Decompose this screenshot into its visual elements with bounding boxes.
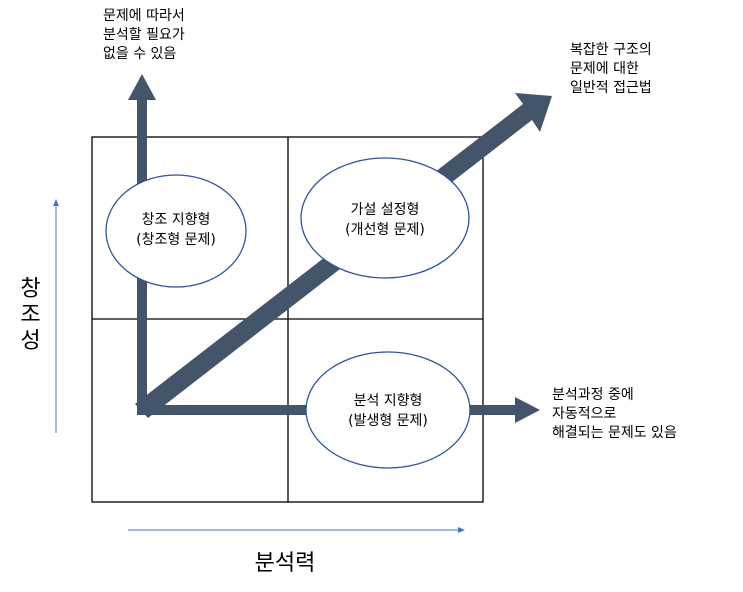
note-line: 일반적 접근법	[570, 80, 652, 96]
note-line: 없을 수 있음	[103, 46, 176, 62]
note-line: 복잡한 구조의	[570, 42, 652, 58]
note-diagonal: 복잡한 구조의 문제에 대한 일반적 접근법	[570, 42, 652, 96]
quadrant-grid	[91, 136, 484, 503]
ellipse-analysis: 분석 지향형 (발생형 문제)	[305, 351, 471, 469]
ellipse-hypothesis: 가설 설정형 (개선형 문제)	[300, 157, 470, 279]
note-top: 문제에 따라서 분석할 필요가 없을 수 있음	[103, 8, 185, 62]
quadrant-sublabel: (개선형 문제)	[345, 222, 425, 238]
y-axis-label: 창조성	[16, 276, 41, 354]
quadrant-label: 분석 지향형	[354, 393, 423, 409]
quadrant-label: 가설 설정형	[351, 202, 420, 218]
note-right: 분석과정 중에 자동적으로 해결되는 문제도 있음	[552, 387, 677, 441]
quadrant-sublabel: (창조형 문제)	[136, 232, 216, 248]
ellipse-creative: 창조 지향형 (창조형 문제)	[105, 174, 247, 288]
note-line: 분석과정 중에	[552, 387, 634, 403]
note-line: 분석할 필요가	[103, 27, 185, 43]
note-line: 문제에 대한	[570, 61, 639, 77]
note-line: 문제에 따라서	[103, 8, 185, 24]
quadrant-label: 창조 지향형	[142, 212, 211, 228]
x-axis-label: 분석력	[255, 551, 316, 576]
note-line: 자동적으로	[552, 406, 617, 422]
note-line: 해결되는 문제도 있음	[552, 425, 677, 441]
quadrant-sublabel: (발생형 문제)	[348, 413, 428, 429]
